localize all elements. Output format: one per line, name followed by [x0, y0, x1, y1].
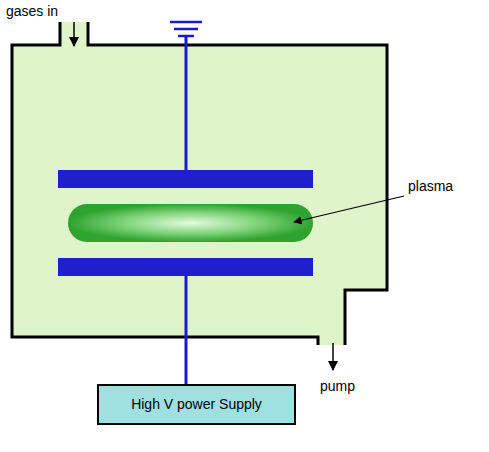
ground-symbol [170, 21, 202, 24]
gas-inlet-label: gases in [6, 3, 58, 20]
ground-symbol [174, 28, 198, 31]
box-text: High V power Supply [131, 396, 262, 413]
supply-wire [185, 275, 188, 384]
plasma-glow [68, 204, 313, 242]
plasma-label: plasma [408, 178, 453, 195]
ground-symbol [178, 35, 194, 38]
chamber-wall [12, 22, 318, 345]
gas-arrow [73, 22, 75, 46]
pump-arrow [332, 343, 334, 370]
ground-wire [185, 36, 188, 171]
upper-electrode [58, 170, 313, 188]
pump-label: pump [320, 378, 355, 395]
lower-electrode [58, 258, 313, 276]
leader-line [294, 196, 404, 222]
power-supply-box: High V power Supply [97, 384, 296, 425]
chamber-fill [12, 22, 387, 345]
